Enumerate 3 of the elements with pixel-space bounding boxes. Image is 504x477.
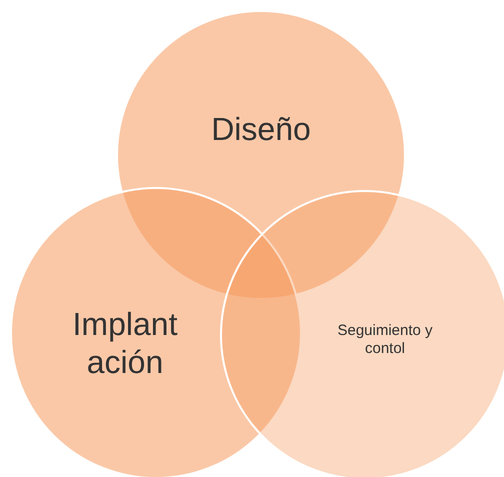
circle-label: Diseño — [210, 110, 312, 148]
circle-label: Seguimiento y contol — [336, 322, 434, 358]
circle-label: Implant ación — [72, 305, 178, 382]
